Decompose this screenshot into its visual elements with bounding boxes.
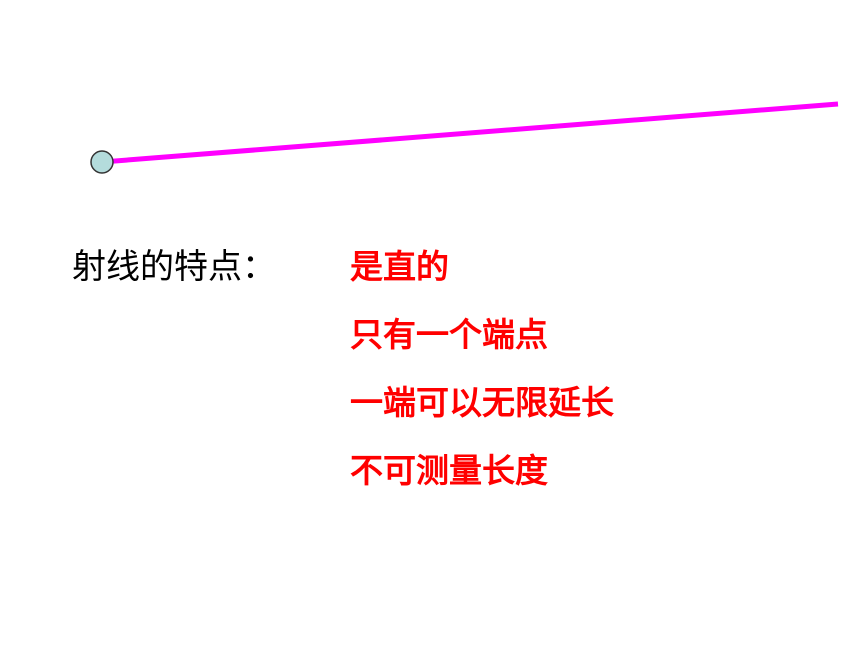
feature-item-one-endpoint: 只有一个端点	[350, 315, 548, 354]
features-heading: 射线的特点：	[72, 247, 276, 287]
feature-item-length-unmeasurable: 不可测量长度	[350, 451, 548, 490]
ray-line	[101, 101, 839, 165]
feature-item-straight: 是直的	[350, 247, 449, 286]
ray-endpoint	[90, 150, 114, 174]
feature-item-extends-infinitely: 一端可以无限延长	[350, 383, 614, 422]
features-list: 是直的 只有一个端点 一端可以无限延长 不可测量长度	[350, 244, 614, 516]
